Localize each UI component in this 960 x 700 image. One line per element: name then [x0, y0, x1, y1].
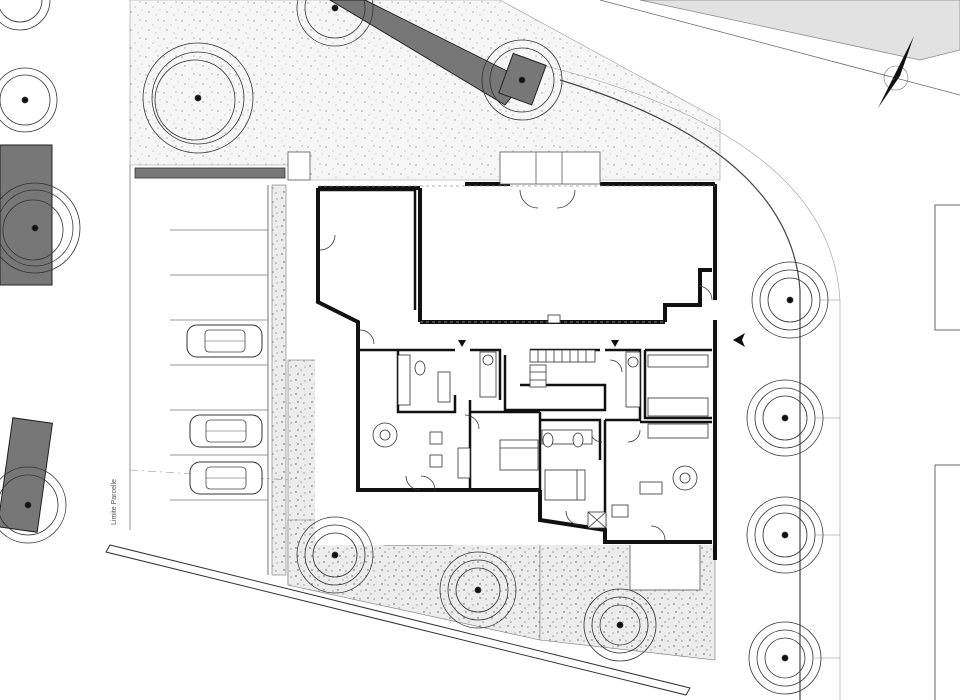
site-ground: [129, 0, 960, 700]
parcel-label: Limite Parcelle: [111, 479, 118, 525]
interior-walls: [318, 188, 712, 530]
road-curb: [599, 0, 960, 96]
tree: [0, 67, 58, 133]
parked-car: [189, 461, 263, 495]
building: [315, 182, 717, 560]
tree: [481, 39, 563, 121]
tree: [583, 588, 657, 662]
parcel-wall-south: [105, 544, 691, 696]
tree: [751, 261, 829, 339]
parked-car: [189, 414, 263, 448]
north-arrow-icon: [878, 36, 914, 108]
neighbour-building-nw: [0, 144, 53, 286]
parking-wall: [134, 167, 286, 179]
street-curb-curve: [559, 79, 801, 700]
gravel-courtyard: [129, 0, 721, 181]
parcel-boundary: Limite Parcelle: [105, 165, 691, 696]
tree: [0, 0, 51, 31]
sidewalk-curve: [519, 59, 841, 700]
hedge-strip: [271, 184, 287, 576]
tree: [748, 621, 822, 695]
wall-openings: [318, 185, 715, 323]
tree: [0, 466, 67, 544]
staircase: [529, 349, 596, 388]
entrance-arrow-icon: [733, 333, 745, 347]
parked-car: [186, 324, 263, 358]
furniture: [372, 314, 698, 529]
door-swings: [319, 189, 713, 541]
boundary-dash: [129, 469, 291, 481]
tree: [439, 551, 517, 629]
tree: [296, 516, 374, 594]
tree: [142, 42, 254, 154]
parking-stall-lines: [170, 229, 268, 501]
tree: [296, 0, 374, 47]
road-surface: [639, 0, 960, 61]
neighbour-outlines-east: [934, 204, 960, 700]
parking-lot: [134, 167, 286, 575]
trees: [0, 0, 829, 695]
entry-canopy: [287, 151, 601, 185]
terrace-east: [629, 539, 701, 591]
tree-grid-lines: [815, 299, 840, 659]
tree: [746, 496, 824, 574]
tree: [0, 182, 81, 274]
entrance-markers: [458, 340, 619, 347]
tree: [746, 379, 824, 457]
bathroom-fixtures: [414, 351, 641, 448]
